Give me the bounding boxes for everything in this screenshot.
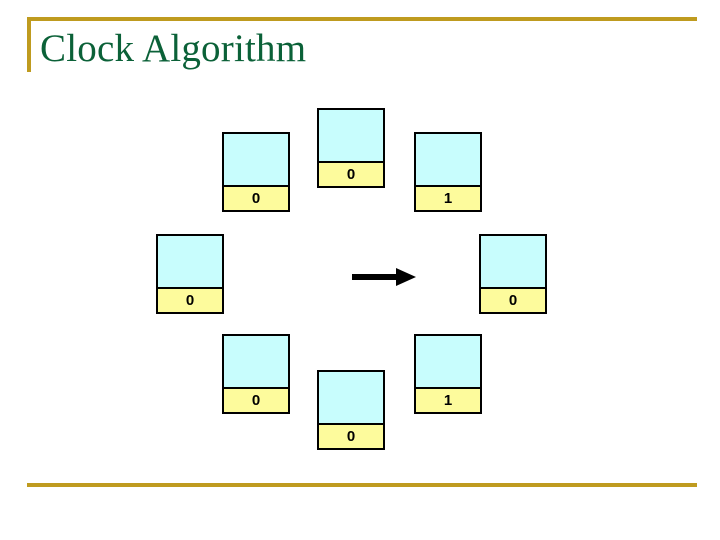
gold-rule-bottom [27, 483, 697, 487]
reference-bit: 1 [416, 185, 480, 210]
page-frame-top-center: 0 [317, 108, 385, 188]
reference-bit: 0 [158, 287, 222, 312]
reference-bit: 0 [224, 185, 288, 210]
page-frame-body [224, 336, 288, 387]
page-frame-bottom-right: 1 [414, 334, 482, 414]
page-title: Clock Algorithm [40, 27, 307, 70]
gold-rule-top [27, 17, 697, 21]
reference-bit: 0 [224, 387, 288, 412]
reference-bit: 0 [481, 287, 545, 312]
page-frame-body [416, 134, 480, 185]
reference-bit: 0 [319, 423, 383, 448]
page-frame-top-right: 1 [414, 132, 482, 212]
gold-rule-left [27, 17, 31, 72]
page-frame-body [158, 236, 222, 287]
page-frame-body [224, 134, 288, 185]
page-frame-middle-left: 0 [156, 234, 224, 314]
page-frame-body [319, 110, 383, 161]
reference-bit: 0 [319, 161, 383, 186]
page-frame-body [481, 236, 545, 287]
page-frame-bottom-center: 0 [317, 370, 385, 450]
arrow-right-icon [352, 268, 416, 286]
page-frame-middle-right: 0 [479, 234, 547, 314]
page-frame-body [319, 372, 383, 423]
page-frame-bottom-left: 0 [222, 334, 290, 414]
page-frame-top-left: 0 [222, 132, 290, 212]
reference-bit: 1 [416, 387, 480, 412]
page-frame-body [416, 336, 480, 387]
